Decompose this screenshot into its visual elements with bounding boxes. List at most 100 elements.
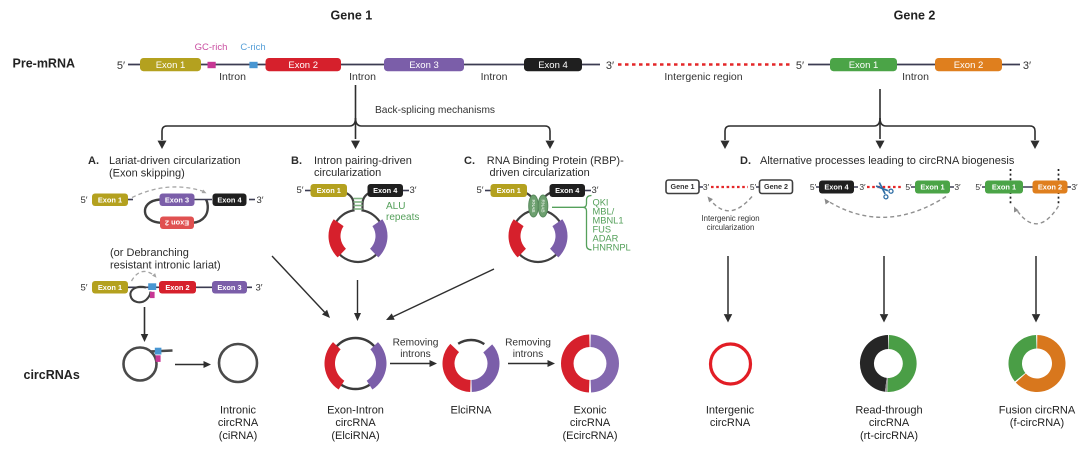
svg-text:Exonic: Exonic: [573, 404, 607, 416]
svg-text:Back-splicing mechanisms: Back-splicing mechanisms: [375, 105, 495, 116]
svg-text:Exon 1: Exon 1: [156, 60, 186, 71]
svg-text:3′: 3′: [703, 182, 710, 192]
svg-text:(ciRNA): (ciRNA): [219, 430, 258, 442]
svg-text:repeats: repeats: [386, 212, 419, 223]
svg-text:Intronic: Intronic: [220, 404, 257, 416]
svg-text:MBL/: MBL/: [593, 207, 615, 217]
svg-text:5′: 5′: [796, 60, 804, 72]
svg-text:Alternative processes leading: Alternative processes leading to circRNA…: [760, 155, 1015, 167]
svg-text:circRNA: circRNA: [869, 417, 910, 429]
svg-text:Intergenic region: Intergenic region: [664, 71, 742, 83]
svg-text:C.: C.: [464, 155, 475, 167]
svg-text:Gene 1: Gene 1: [671, 182, 695, 191]
svg-text:3′: 3′: [256, 195, 263, 206]
svg-text:5′: 5′: [80, 195, 87, 206]
svg-text:circRNA: circRNA: [335, 417, 376, 429]
svg-text:circularization: circularization: [707, 223, 755, 232]
svg-text:FUS: FUS: [593, 225, 612, 235]
svg-text:Removing: Removing: [505, 338, 551, 349]
svg-text:Exon 1: Exon 1: [920, 183, 944, 192]
svg-text:Exon 3: Exon 3: [165, 195, 189, 204]
svg-text:Exon 2: Exon 2: [1038, 183, 1062, 192]
svg-text:circularization: circularization: [314, 167, 381, 179]
svg-text:Fusion circRNA: Fusion circRNA: [999, 404, 1076, 416]
svg-text:Intergenic: Intergenic: [706, 404, 755, 416]
svg-text:Lariat-driven circularization: Lariat-driven circularization: [109, 155, 240, 167]
svg-text:(f-circRNA): (f-circRNA): [1010, 417, 1064, 429]
svg-text:Exon 4: Exon 4: [824, 183, 849, 192]
svg-text:(EcircRNA): (EcircRNA): [563, 430, 618, 442]
svg-text:Intron: Intron: [349, 71, 376, 83]
svg-text:3′: 3′: [954, 182, 961, 192]
svg-text:Exon 1: Exon 1: [98, 283, 122, 292]
svg-text:(Exon skipping): (Exon skipping): [109, 168, 185, 180]
svg-text:Exon 4: Exon 4: [538, 60, 568, 71]
svg-text:RNAB: RNAB: [531, 199, 536, 212]
svg-text:Exon 2: Exon 2: [165, 218, 189, 227]
svg-text:5′: 5′: [975, 182, 982, 192]
svg-text:Exon 4: Exon 4: [217, 195, 242, 204]
svg-text:(or Debranching: (or Debranching: [110, 247, 189, 259]
svg-text:Removing: Removing: [393, 338, 439, 349]
svg-text:ADAR: ADAR: [593, 234, 619, 244]
svg-text:5′: 5′: [750, 182, 757, 192]
svg-text:Exon 1: Exon 1: [497, 186, 521, 195]
svg-text:3′: 3′: [606, 60, 614, 72]
svg-text:Exon-Intron: Exon-Intron: [327, 404, 384, 416]
svg-text:RNAB: RNAB: [540, 199, 545, 212]
svg-text:GC-rich: GC-rich: [195, 42, 228, 53]
svg-text:3′: 3′: [1023, 60, 1031, 72]
svg-text:Intron: Intron: [481, 71, 508, 83]
svg-text:5′: 5′: [80, 283, 87, 294]
svg-text:QKI: QKI: [593, 198, 609, 208]
svg-text:Exon 1: Exon 1: [98, 195, 122, 204]
svg-text:5′: 5′: [296, 185, 303, 196]
svg-text:Exon 3: Exon 3: [217, 283, 241, 292]
svg-text:Exon 2: Exon 2: [288, 60, 318, 71]
svg-text:5′: 5′: [810, 182, 817, 192]
svg-text:introns: introns: [513, 349, 544, 360]
svg-text:(ElciRNA): (ElciRNA): [331, 430, 379, 442]
svg-text:3′: 3′: [409, 185, 416, 196]
svg-text:Exon 1: Exon 1: [992, 183, 1016, 192]
svg-text:B.: B.: [291, 155, 302, 167]
svg-text:5′: 5′: [117, 60, 125, 72]
svg-text:Intron: Intron: [219, 71, 246, 83]
svg-text:resistant intronic lariat): resistant intronic lariat): [110, 260, 221, 272]
svg-text:Intron: Intron: [902, 71, 929, 83]
svg-text:circRNA: circRNA: [218, 417, 259, 429]
svg-text:5′: 5′: [905, 182, 912, 192]
svg-text:circRNAs: circRNAs: [24, 368, 80, 382]
svg-text:Intergenic region: Intergenic region: [701, 214, 759, 223]
svg-text:Exon 4: Exon 4: [555, 186, 580, 195]
svg-text:Exon 1: Exon 1: [317, 186, 341, 195]
svg-text:3′: 3′: [1071, 182, 1078, 192]
svg-text:Gene 1: Gene 1: [331, 9, 373, 23]
svg-text:Gene 2: Gene 2: [894, 9, 936, 23]
svg-text:MBNL1: MBNL1: [593, 216, 624, 226]
svg-text:D.: D.: [740, 155, 751, 167]
svg-text:circRNA: circRNA: [710, 417, 751, 429]
svg-text:HNRNPL: HNRNPL: [593, 243, 631, 253]
svg-text:5′: 5′: [476, 185, 483, 196]
svg-text:3′: 3′: [591, 185, 598, 196]
svg-text:(rt-circRNA): (rt-circRNA): [860, 430, 918, 442]
svg-text:A.: A.: [88, 155, 99, 167]
svg-text:RNA Binding Protein (RBP)-: RNA Binding Protein (RBP)-: [487, 155, 624, 167]
svg-text:Exon 4: Exon 4: [373, 186, 398, 195]
svg-text:3′: 3′: [255, 283, 262, 294]
svg-text:circRNA: circRNA: [570, 417, 611, 429]
svg-text:Intron pairing-driven: Intron pairing-driven: [314, 155, 412, 167]
svg-text:ALU: ALU: [386, 201, 405, 212]
svg-text:Exon 1: Exon 1: [849, 60, 879, 71]
svg-text:Exon 3: Exon 3: [409, 60, 439, 71]
svg-text:Gene 2: Gene 2: [764, 182, 788, 191]
svg-text:introns: introns: [400, 349, 431, 360]
svg-text:Exon 2: Exon 2: [165, 283, 189, 292]
svg-text:Read-through: Read-through: [855, 404, 922, 416]
svg-text:driven circularization: driven circularization: [490, 167, 590, 179]
svg-text:ElciRNA: ElciRNA: [451, 404, 493, 416]
svg-text:3′: 3′: [859, 182, 866, 192]
svg-text:C-rich: C-rich: [240, 42, 265, 53]
svg-text:Pre-mRNA: Pre-mRNA: [13, 57, 76, 71]
